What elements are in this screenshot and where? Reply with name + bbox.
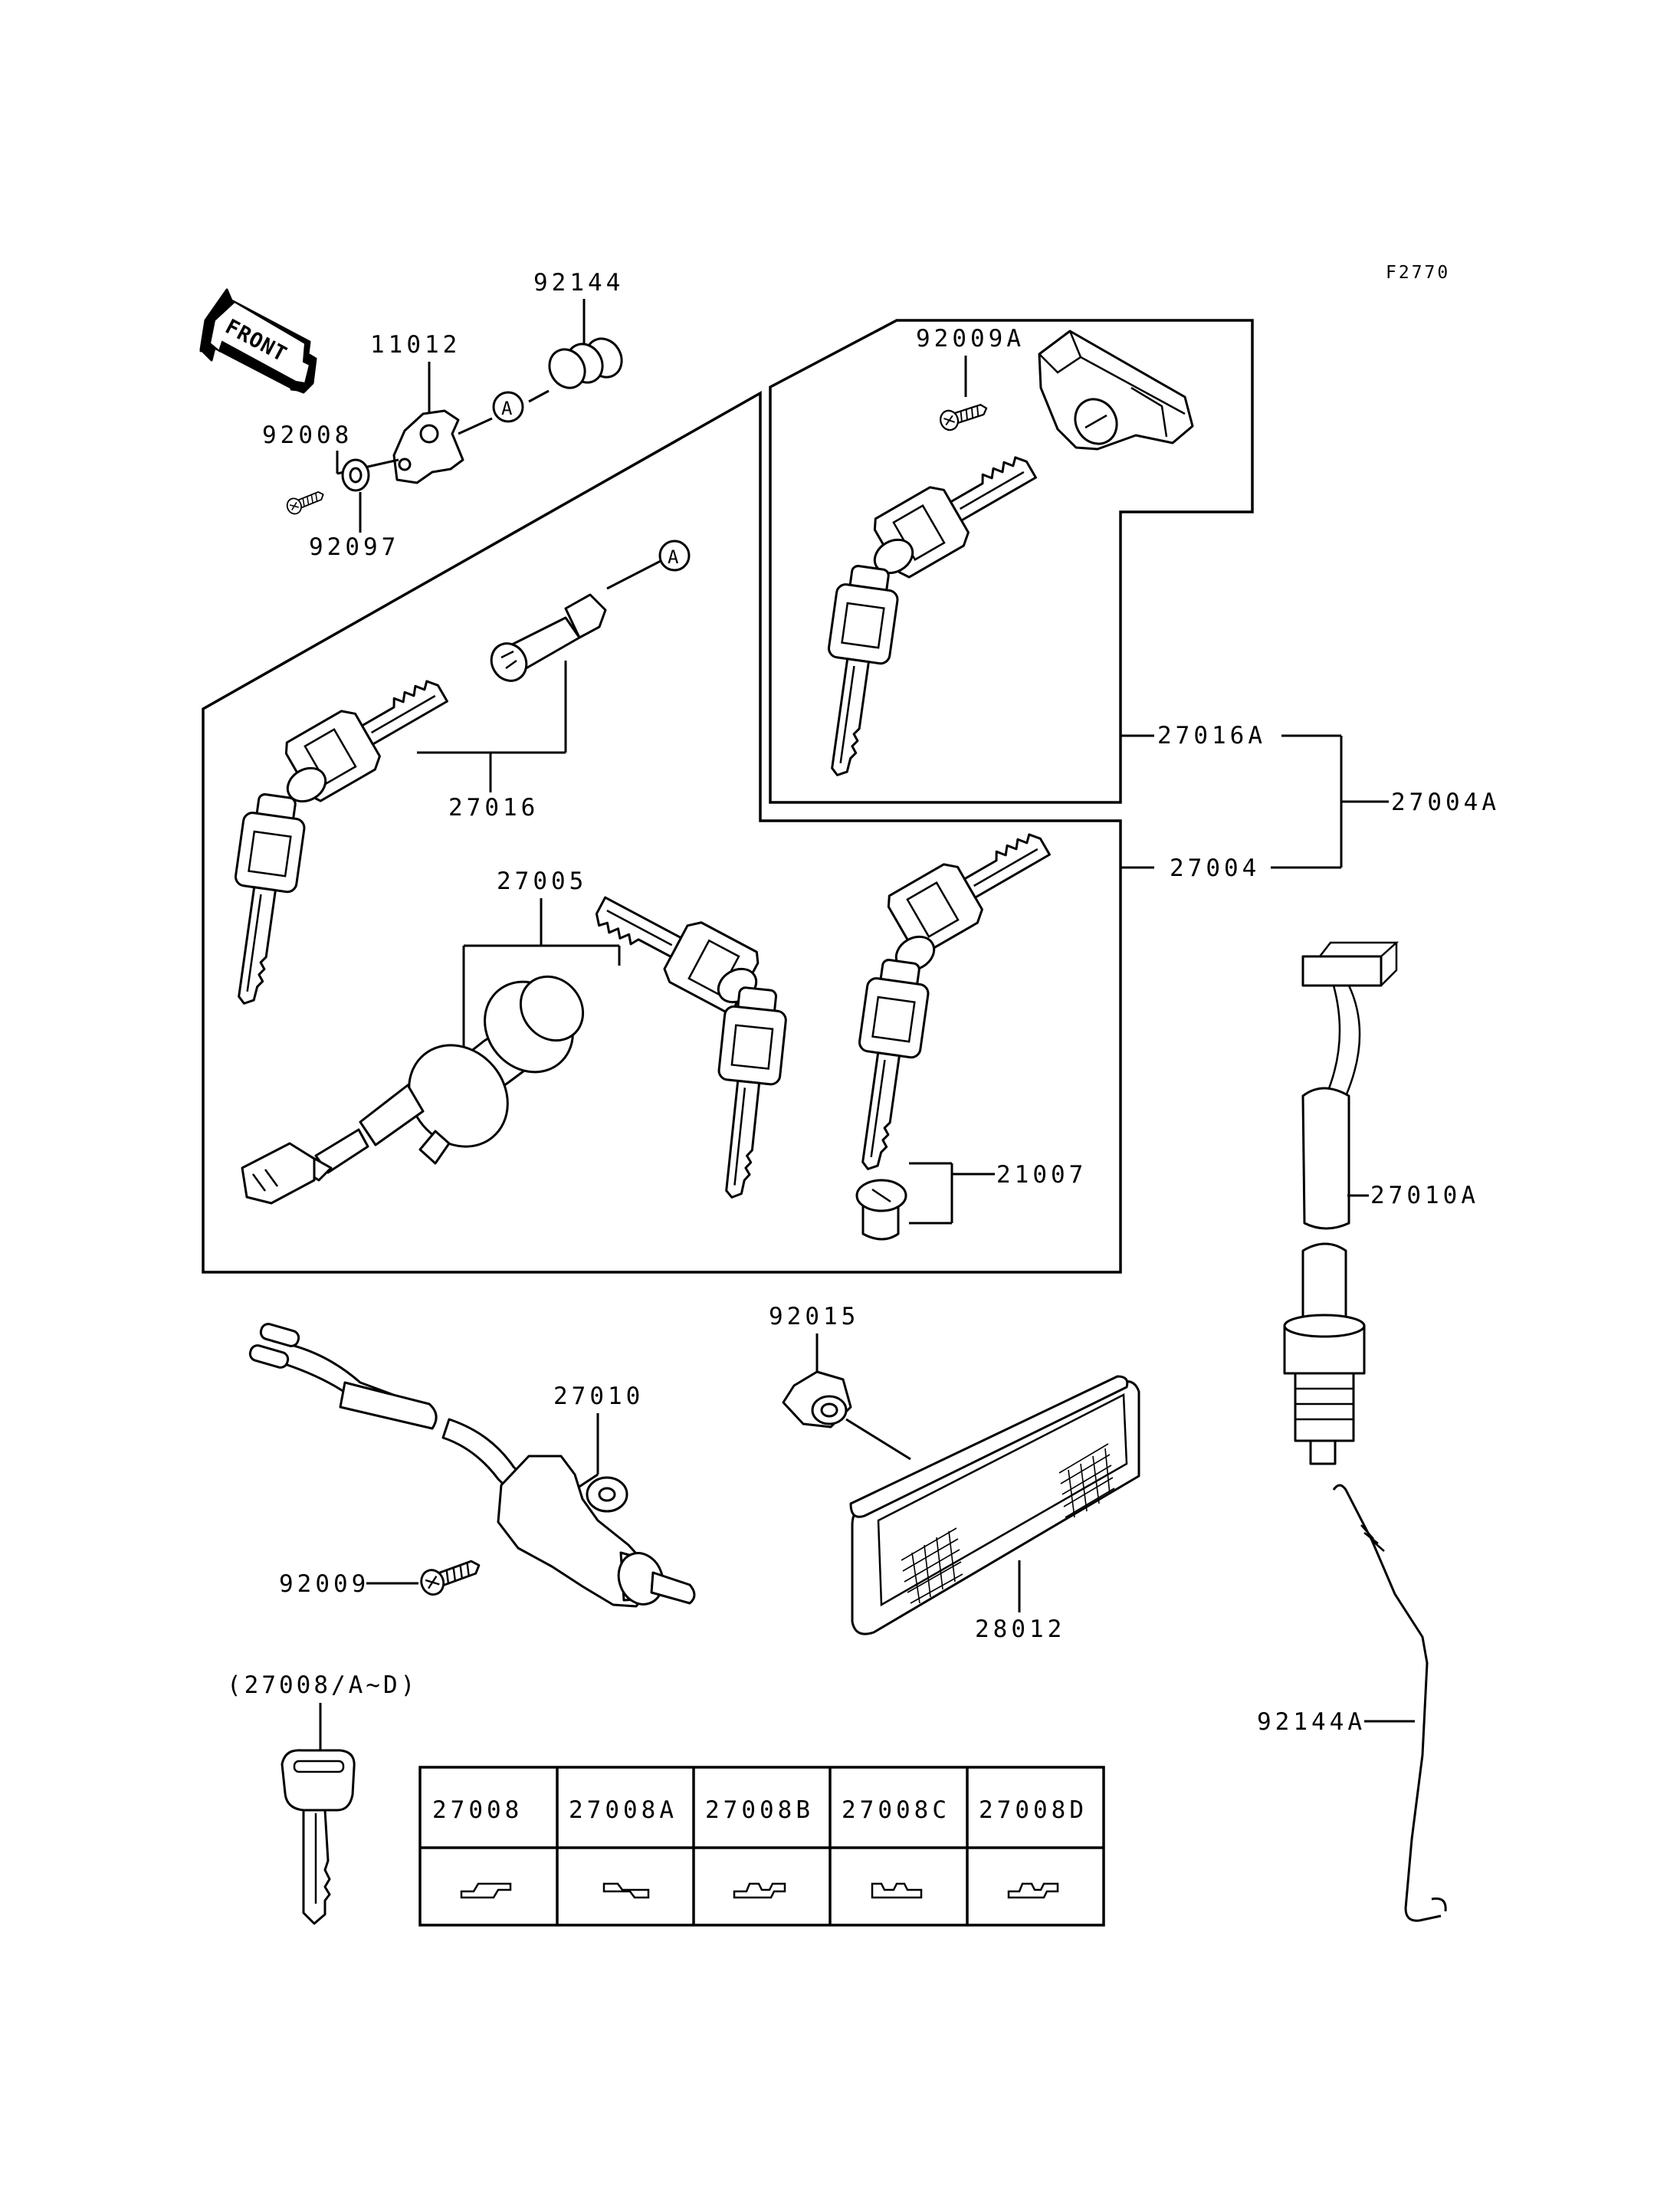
bracket-11012 — [392, 409, 464, 484]
front-arrow-icon: FRONT — [199, 288, 317, 394]
washer-92097 — [341, 458, 370, 492]
label-27004a: 27004A — [1391, 789, 1500, 816]
table-header: 27008B — [705, 1796, 814, 1824]
label-92015: 92015 — [769, 1303, 859, 1330]
screw-92009 — [416, 1552, 484, 1599]
callout-a-cylinder — [658, 540, 691, 572]
label-27016: 27016 — [448, 794, 539, 822]
label-27010: 27010 — [553, 1383, 644, 1410]
key-icon-27005 — [582, 876, 790, 1202]
reflector-icon — [849, 1375, 1140, 1635]
callout-a-label: A — [501, 398, 513, 419]
table-header: 27008 — [432, 1796, 523, 1824]
label-27010a: 27010A — [1370, 1182, 1479, 1209]
key-icon-27016 — [217, 661, 460, 1010]
table-header: 27008C — [842, 1796, 950, 1824]
key-profile-icon — [460, 1882, 512, 1899]
label-27005: 27005 — [497, 868, 587, 895]
seat-lock-27016a — [1038, 330, 1194, 451]
label-92097: 92097 — [309, 533, 399, 561]
label-92009a: 92009A — [916, 325, 1025, 353]
key-profile-icon — [871, 1882, 923, 1899]
key-profile-icon — [602, 1882, 650, 1899]
label-27016a: 27016A — [1157, 722, 1266, 750]
figure-code: F2770 — [1386, 263, 1450, 283]
label-key-group: (27008/A~D) — [227, 1671, 418, 1699]
key-code-table: 27008 27008A 27008B 27008C 27008D — [418, 1766, 1105, 1927]
label-92144a: 92144A — [1257, 1708, 1366, 1736]
screw-92009a — [937, 398, 991, 434]
label-92144: 92144 — [533, 269, 624, 297]
switch-27010 — [248, 1323, 696, 1608]
key-profile-icon — [1007, 1882, 1059, 1899]
table-header: 27008D — [979, 1796, 1088, 1824]
table-header: 27008A — [569, 1796, 678, 1824]
key-icon-27008 — [281, 1749, 356, 1925]
screw-92008 — [284, 486, 327, 517]
set-27016a-outline — [769, 319, 1254, 804]
rod-92144a — [1332, 1484, 1447, 1922]
set-27004-outline — [202, 390, 1122, 1274]
ignition-switch-icon — [241, 975, 585, 1205]
key-profile-icon — [733, 1882, 786, 1899]
label-28012: 28012 — [975, 1615, 1065, 1643]
lock-cylinder-27016 — [490, 593, 607, 682]
sensor-switch-icon — [1283, 941, 1399, 1465]
label-92008: 92008 — [262, 422, 353, 449]
key-icon-27004 — [841, 815, 1062, 1176]
nut-92015 — [782, 1370, 852, 1429]
callout-a-top — [492, 391, 524, 423]
lock-cap-21007 — [855, 1179, 907, 1241]
label-27004: 27004 — [1170, 854, 1260, 882]
key-icon — [810, 438, 1048, 782]
label-11012: 11012 — [370, 331, 461, 359]
callout-a-cylinder-label: A — [668, 546, 679, 568]
spring-icon — [548, 337, 623, 389]
label-21007: 21007 — [996, 1161, 1087, 1189]
label-92009: 92009 — [279, 1570, 369, 1598]
